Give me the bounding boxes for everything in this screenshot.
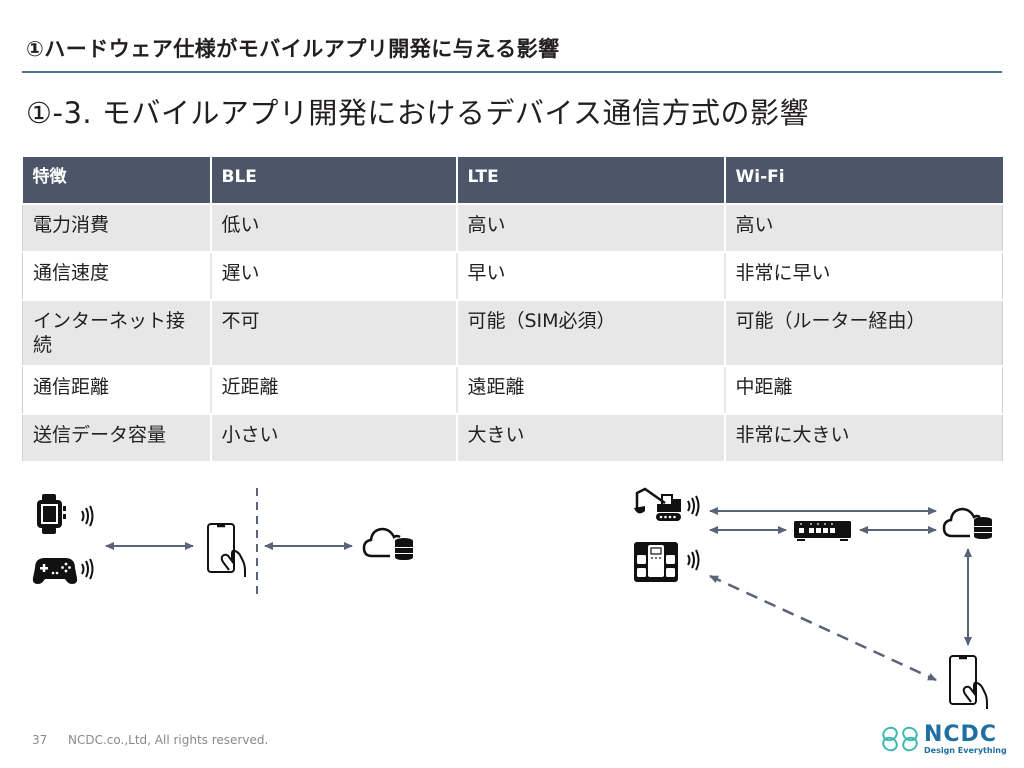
smartphone-icon xyxy=(949,655,988,709)
cell-lte: 早い xyxy=(456,252,726,301)
logo-name: NCDC xyxy=(924,722,997,747)
header-lte: LTE xyxy=(456,157,726,205)
cell-wifi: 非常に早い xyxy=(724,252,1003,301)
header-feature: 特徴 xyxy=(22,157,212,205)
section-title: ①ハードウェア仕様がモバイルアプリ開発に与える影響 xyxy=(26,37,560,61)
cell-wifi: 可能（ルーター経由） xyxy=(724,300,1003,367)
header-wifi: Wi-Fi xyxy=(724,157,1003,205)
wireless-signal-icon xyxy=(687,495,700,517)
cloud-database-icon xyxy=(942,507,992,539)
cell-lte: 高い xyxy=(456,204,726,253)
table-row: インターネット接続 不可 可能（SIM必須） 可能（ルーター経由） xyxy=(22,300,1003,367)
cloud-database-icon xyxy=(362,527,413,560)
cell-ble: 不可 xyxy=(210,300,458,367)
wireless-signal-icon xyxy=(81,558,94,580)
smartwatch-icon xyxy=(37,494,66,534)
cell-wifi: 非常に大きい xyxy=(724,414,1003,463)
smartphone-icon xyxy=(207,523,246,577)
row-label: インターネット接続 xyxy=(22,300,212,367)
table-row: 送信データ容量 小さい 大きい 非常に大きい xyxy=(22,414,1003,463)
cell-ble: 低い xyxy=(210,204,458,253)
dashed-bidirectional-arrow xyxy=(709,574,937,682)
body-scale-icon xyxy=(634,542,678,582)
game-controller-icon xyxy=(32,558,78,584)
logo-mark-icon xyxy=(882,726,918,752)
table-row: 電力消費 低い 高い 高い xyxy=(22,204,1003,253)
comparison-table: 特徴 BLE LTE Wi-Fi 電力消費 低い 高い 高い 通信速度 遅い 早… xyxy=(22,157,1003,463)
cell-wifi: 高い xyxy=(724,204,1003,253)
page-number: 37 xyxy=(32,733,48,747)
cell-ble: 遅い xyxy=(210,252,458,301)
table-row: 通信距離 近距離 遠距離 中距離 xyxy=(22,366,1003,415)
excavator-icon xyxy=(634,487,681,521)
row-label: 送信データ容量 xyxy=(22,414,212,463)
table-row: 通信速度 遅い 早い 非常に早い xyxy=(22,252,1003,301)
wireless-signal-icon xyxy=(687,549,700,571)
row-label: 電力消費 xyxy=(22,204,212,253)
cell-ble: 近距離 xyxy=(210,366,458,415)
wireless-signal-icon xyxy=(81,505,94,527)
router-icon xyxy=(794,521,851,541)
cell-lte: 可能（SIM必須） xyxy=(456,300,726,367)
logo-tagline: Design Everything xyxy=(924,746,1007,755)
copyright-notice: NCDC.co.,Ltd, All rights reserved. xyxy=(68,733,269,747)
table-header-row: 特徴 BLE LTE Wi-Fi xyxy=(22,157,1003,205)
cell-ble: 小さい xyxy=(210,414,458,463)
slide-title: ①-3. モバイルアプリ開発におけるデバイス通信方式の影響 xyxy=(26,96,809,130)
row-label: 通信距離 xyxy=(22,366,212,415)
cell-lte: 遠距離 xyxy=(456,366,726,415)
cell-wifi: 中距離 xyxy=(724,366,1003,415)
company-logo: NCDC Design Everything xyxy=(880,722,1010,758)
header-ble: BLE xyxy=(210,157,458,205)
title-divider xyxy=(22,71,1002,73)
cell-lte: 大きい xyxy=(456,414,726,463)
row-label: 通信速度 xyxy=(22,252,212,301)
